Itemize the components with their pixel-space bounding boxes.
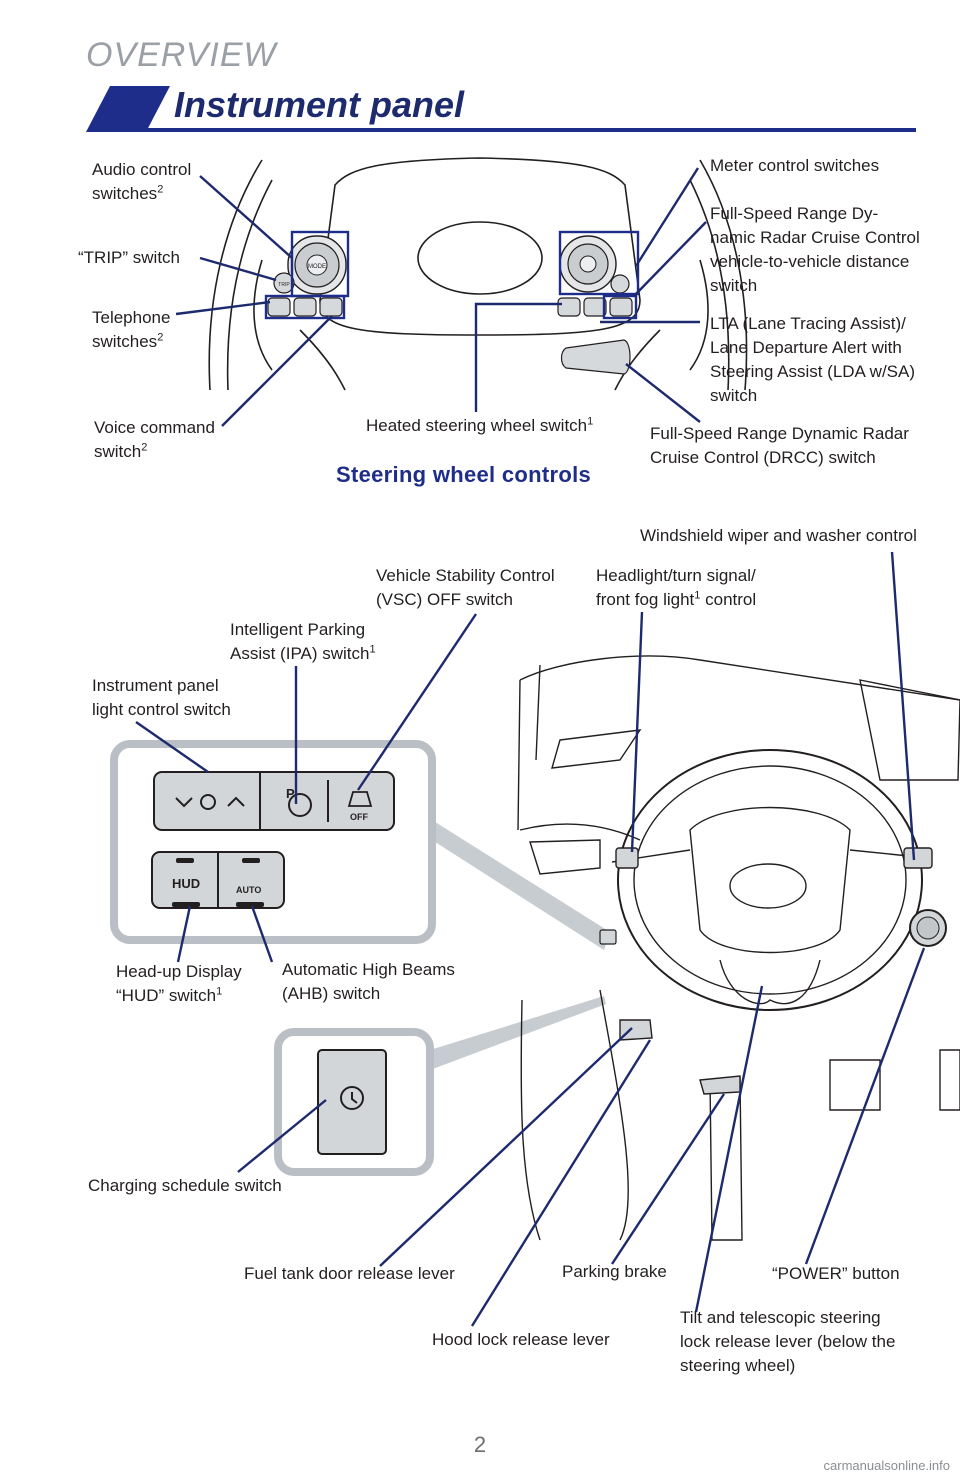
label-lta-switch: LTA (Lane Tracing Assist)/ Lane Departur… <box>710 314 916 405</box>
steering-callout-lines <box>175 167 707 427</box>
steering-wheel-controls-caption: Steering wheel controls <box>336 462 592 487</box>
label-instrument-panel-light-control: Instrument panel light control switch <box>92 676 231 719</box>
hud-button-text: HUD <box>172 876 200 891</box>
label-hood-lock-release-lever: Hood lock release lever <box>432 1330 610 1349</box>
label-power-button: “POWER” button <box>772 1264 900 1283</box>
left-switch-cluster <box>264 230 350 320</box>
section-overview-heading: OVERVIEW <box>86 36 277 74</box>
vsc-button-off-text: OFF <box>350 812 368 822</box>
label-trip-switch: “TRIP” switch <box>78 248 180 267</box>
hud-ahb-switch <box>151 851 285 909</box>
upper-switch-row <box>153 771 395 831</box>
label-fuel-tank-door-release-lever: Fuel tank door release lever <box>244 1264 455 1283</box>
label-fsr-distance-switch: Full-Speed Range Dy- namic Radar Cruise … <box>710 204 920 295</box>
label-meter-control-switches: Meter control switches <box>710 156 880 175</box>
label-headlight-turn-signal-control: Headlight/turn signal/front fog light1 c… <box>596 566 757 609</box>
label-tilt-telescopic-lever: Tilt and telescopic steering lock releas… <box>680 1308 896 1375</box>
label-ahb-switch: Automatic High Beams (AHB) switch <box>282 960 455 1003</box>
auto-button-text: AUTO <box>236 885 261 895</box>
watermark: carmanualsonline.info <box>823 1458 950 1473</box>
label-vsc-off-switch: Vehicle Stability Control (VSC) OFF swit… <box>376 566 555 609</box>
label-charging-schedule-switch: Charging schedule switch <box>88 1176 282 1195</box>
charging-schedule-switch-drawing <box>317 1049 387 1155</box>
page-title: Instrument panel <box>174 84 465 125</box>
dashboard-callout-lines <box>135 551 926 1327</box>
dashboard-drawing <box>517 655 960 1241</box>
label-windshield-wiper-control: Windshield wiper and washer control <box>640 526 917 545</box>
title-accent-block <box>86 86 170 132</box>
right-switch-cluster <box>557 230 640 375</box>
page-number: 2 <box>473 1432 487 1457</box>
ipa-button-p-text: P <box>286 786 295 801</box>
title-underline <box>146 128 916 132</box>
label-heated-steering-wheel-switch: Heated steering wheel switch1 <box>366 415 594 435</box>
trip-button-text: TRIP <box>278 282 290 288</box>
mode-button-text: MODE <box>308 264 326 270</box>
label-hud-switch: Head-up Display“HUD” switch1 <box>116 962 242 1005</box>
label-drcc-switch: Full-Speed Range Dynamic Radar Cruise Co… <box>650 424 909 467</box>
label-parking-brake: Parking brake <box>562 1262 667 1281</box>
